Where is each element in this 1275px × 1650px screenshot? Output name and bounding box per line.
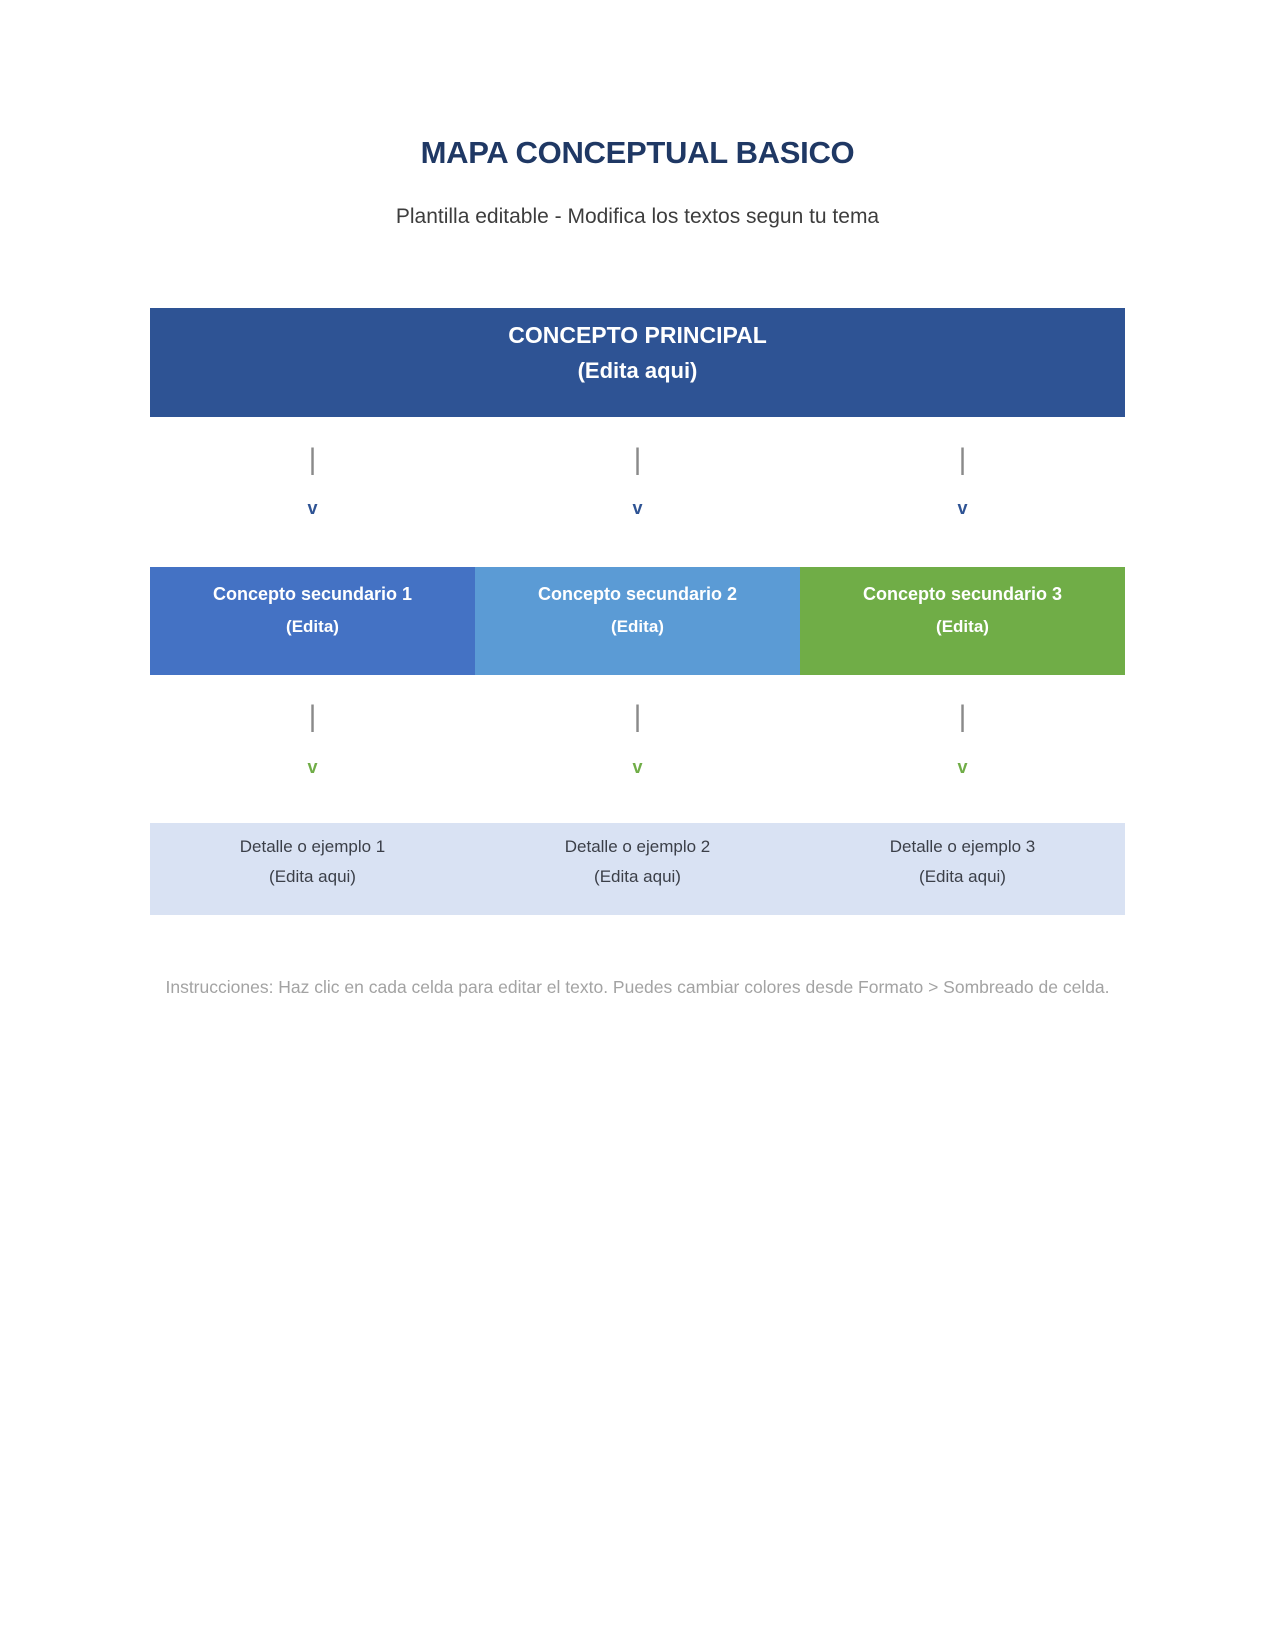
connector-row-bottom: | v | v | v bbox=[150, 675, 1125, 823]
secondary-concept-placeholder: (Edita) bbox=[611, 617, 664, 636]
secondary-concept-placeholder: (Edita) bbox=[286, 617, 339, 636]
detail-title: Detalle o ejemplo 1 bbox=[239, 837, 386, 856]
detail-cell-2[interactable]: Detalle o ejemplo 2 (Edita aqui) bbox=[475, 823, 800, 915]
secondary-concept-title: Concepto secundario 2 bbox=[537, 584, 738, 604]
document-content: MAPA CONCEPTUAL BASICO Plantilla editabl… bbox=[150, 0, 1125, 999]
connector-bottom-2: | v bbox=[475, 675, 800, 823]
arrow-down-icon: v bbox=[307, 498, 318, 518]
main-concept-placeholder: (Edita aqui) bbox=[577, 358, 698, 383]
arrow-down-icon: v bbox=[957, 757, 968, 777]
details-row: Detalle o ejemplo 1 (Edita aqui) Detalle… bbox=[150, 823, 1125, 915]
connector-line-icon: | bbox=[308, 443, 317, 476]
arrow-down-icon: v bbox=[632, 498, 643, 518]
connector-top-3: | v bbox=[800, 417, 1125, 567]
connector-top-2: | v bbox=[475, 417, 800, 567]
secondary-concept-cell-2[interactable]: Concepto secundario 2 (Edita) bbox=[475, 567, 800, 675]
connector-row-top: | v | v | v bbox=[150, 417, 1125, 567]
connector-line-icon: | bbox=[633, 700, 642, 733]
connector-line-icon: | bbox=[958, 443, 967, 476]
secondary-concept-title: Concepto secundario 3 bbox=[862, 584, 1063, 604]
detail-cell-3[interactable]: Detalle o ejemplo 3 (Edita aqui) bbox=[800, 823, 1125, 915]
detail-cell-1[interactable]: Detalle o ejemplo 1 (Edita aqui) bbox=[150, 823, 475, 915]
connector-bottom-3: | v bbox=[800, 675, 1125, 823]
main-concept-cell[interactable]: CONCEPTO PRINCIPAL (Edita aqui) bbox=[150, 308, 1125, 417]
secondary-concepts-row: Concepto secundario 1 (Edita) Concepto s… bbox=[150, 567, 1125, 675]
arrow-down-icon: v bbox=[307, 757, 318, 777]
connector-bottom-1: | v bbox=[150, 675, 475, 823]
detail-placeholder: (Edita aqui) bbox=[269, 867, 356, 886]
detail-title: Detalle o ejemplo 3 bbox=[889, 837, 1036, 856]
main-concept-title: CONCEPTO PRINCIPAL bbox=[508, 322, 767, 348]
connector-line-icon: | bbox=[958, 700, 967, 733]
secondary-concept-placeholder: (Edita) bbox=[936, 617, 989, 636]
connector-top-1: | v bbox=[150, 417, 475, 567]
detail-title: Detalle o ejemplo 2 bbox=[564, 837, 711, 856]
secondary-concept-cell-3[interactable]: Concepto secundario 3 (Edita) bbox=[800, 567, 1125, 675]
secondary-concept-title: Concepto secundario 1 bbox=[212, 584, 413, 604]
detail-placeholder: (Edita aqui) bbox=[594, 867, 681, 886]
secondary-concept-cell-1[interactable]: Concepto secundario 1 (Edita) bbox=[150, 567, 475, 675]
instructions-text: Instrucciones: Haz clic en cada celda pa… bbox=[165, 977, 1110, 997]
arrow-down-icon: v bbox=[632, 757, 643, 777]
detail-placeholder: (Edita aqui) bbox=[919, 867, 1006, 886]
page-subtitle: Plantilla editable - Modifica los textos… bbox=[395, 205, 880, 228]
connector-line-icon: | bbox=[633, 443, 642, 476]
connector-line-icon: | bbox=[308, 700, 317, 733]
arrow-down-icon: v bbox=[957, 498, 968, 518]
page-title: MAPA CONCEPTUAL BASICO bbox=[420, 135, 855, 170]
